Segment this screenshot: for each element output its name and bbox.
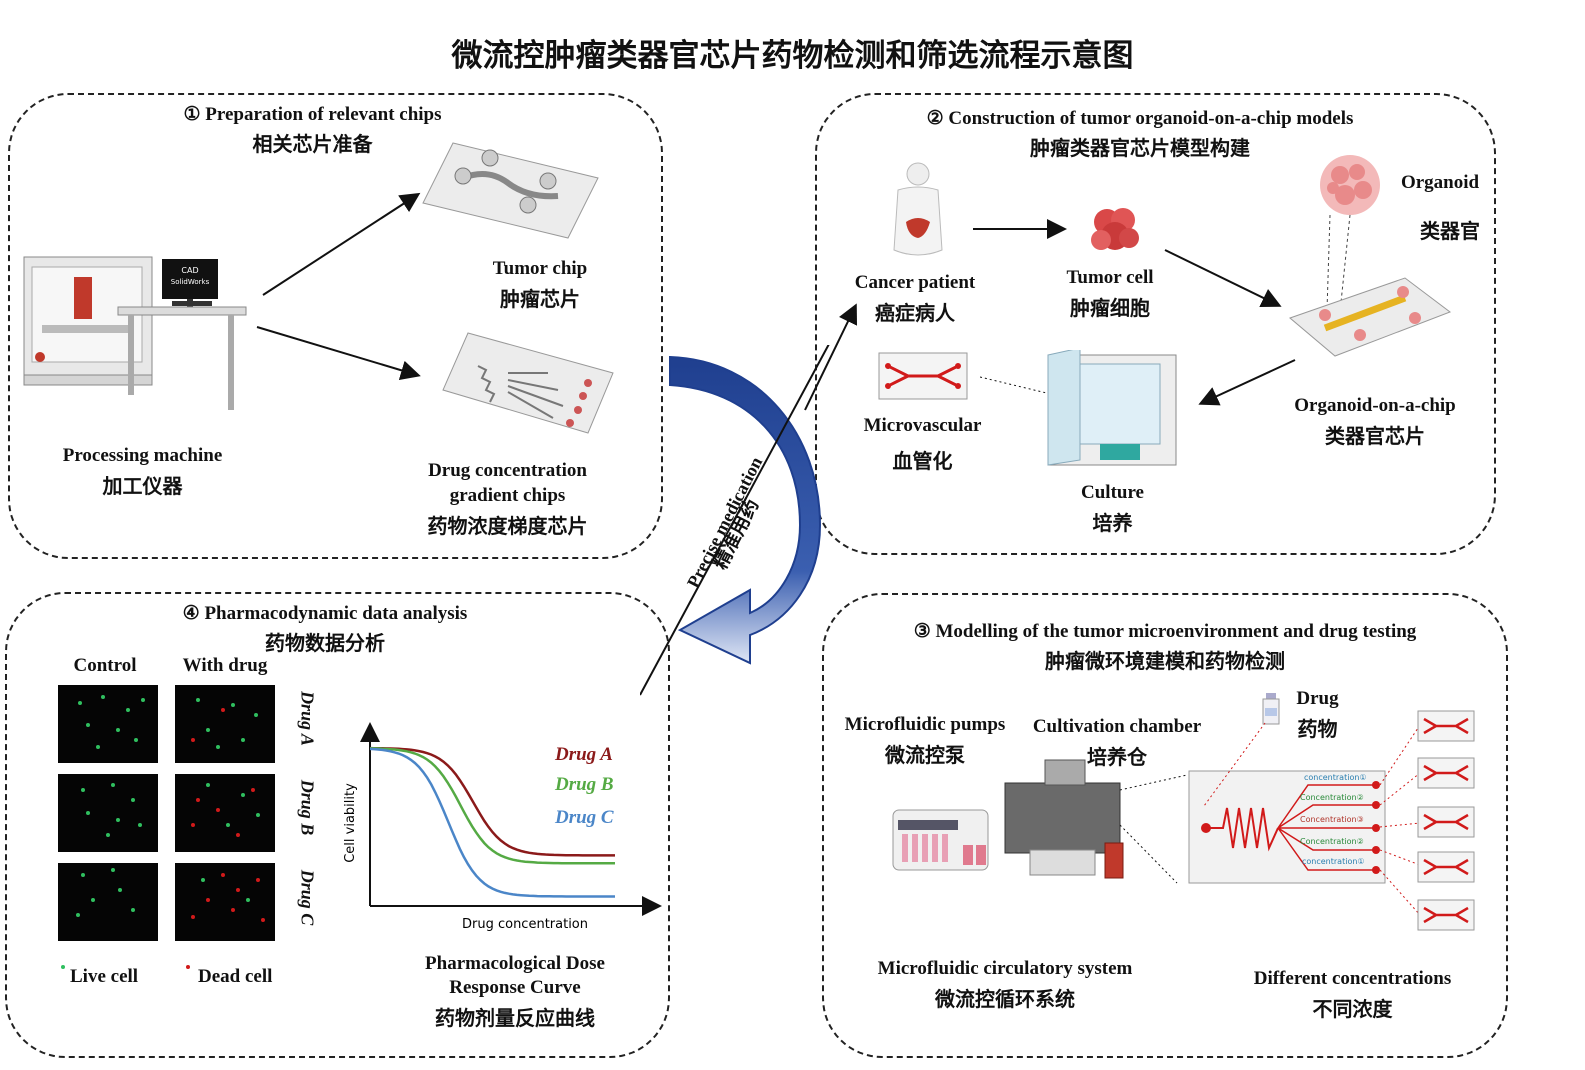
- page-title: 微流控肿瘤类器官芯片药物检测和筛选流程示意图: [451, 38, 1134, 74]
- legend-dead-dot: [186, 965, 190, 969]
- legend-live-label: Live cell: [70, 966, 139, 987]
- panel-preparation: [8, 93, 663, 559]
- chip-conc-label-4: Concentration②: [1300, 837, 1364, 846]
- panel-modelling: [822, 593, 1508, 1058]
- control-column-label: Control: [73, 655, 137, 676]
- control-image-1: [58, 685, 158, 763]
- organoid-label-en: Organoid: [1400, 172, 1480, 193]
- chart-legend-drug-c: Drug C: [555, 807, 614, 828]
- drug-vial-icon: [1262, 693, 1280, 725]
- screen-text-cad: CAD: [181, 266, 198, 275]
- machine-label-cn: 加工仪器: [102, 474, 183, 498]
- gradient-chip-label-cn: 药物浓度梯度芯片: [427, 514, 588, 538]
- microvascular-chip-icon: [878, 352, 968, 400]
- machine-label-en: Processing machine: [62, 445, 223, 466]
- chart-x-label: Drug concentration: [462, 917, 588, 932]
- organoid-chip-illustration: [1289, 214, 1452, 357]
- chip-conc-label-5: concentration①: [1302, 857, 1365, 866]
- panel2-to-patient-arrow: [804, 303, 858, 411]
- system-label-en: Microfluidic circulatory system: [877, 958, 1133, 979]
- row-label-drug-c: Drug C: [297, 869, 318, 926]
- drug-image-2: [175, 774, 275, 852]
- conc-label-en: Different concentrations: [1253, 968, 1452, 989]
- chart-legend-drug-b: Drug B: [555, 774, 614, 795]
- organoid-icon: [1320, 155, 1380, 215]
- patient-label-en: Cancer patient: [854, 272, 976, 293]
- tumor-chip-label-en: Tumor chip: [492, 258, 588, 279]
- panel1-arrows: [256, 192, 421, 380]
- drug-label-en: Drug: [1296, 688, 1339, 709]
- legend-dead-label: Dead cell: [198, 966, 273, 987]
- row-label-drug-a: Drug A: [297, 691, 318, 746]
- gradient-chip-label-en-2: gradient chips: [449, 485, 566, 506]
- microscopy-grid: [58, 685, 275, 941]
- patient-label-cn: 癌症病人: [875, 301, 955, 325]
- organoid-label-cn: 类器官: [1420, 219, 1480, 243]
- panel4-heading-en: ④ Pharmacodynamic data analysis: [182, 603, 468, 624]
- panel3-heading-cn: 肿瘤微环境建模和药物检测: [1045, 649, 1285, 673]
- curve-drug-a: [369, 746, 615, 857]
- tumor-chip-illustration: [422, 142, 599, 239]
- cancer-patient-icon: [893, 162, 943, 256]
- incubator-illustration: [980, 350, 1177, 466]
- dose-response-chart: Drug concentration Cell viability: [343, 722, 662, 932]
- panel1-heading-cn: 相关芯片准备: [252, 132, 373, 156]
- chamber-label-cn: 培养仓: [1087, 745, 1147, 769]
- chart-legend-drug-a: Drug A: [555, 744, 613, 765]
- tumor-chip-label-cn: 肿瘤芯片: [500, 287, 580, 311]
- gradient-chip-label-en-1: Drug concentration: [428, 460, 587, 481]
- with-drug-column-label: With drug: [182, 655, 268, 676]
- panel3-heading-en: ③ Modelling of the tumor microenvironmen…: [913, 621, 1417, 642]
- drug-image-3: [175, 863, 275, 941]
- tumor-cell-icon: [1091, 208, 1139, 250]
- gradient-chip-illustration: [442, 332, 614, 434]
- chamber-label-en: Cultivation chamber: [1032, 716, 1202, 737]
- precise-medication-arrow: [640, 345, 830, 696]
- microfluidic-pump-illustration: [892, 809, 989, 871]
- conc-label-cn: 不同浓度: [1312, 997, 1393, 1021]
- drug-image-1: [175, 685, 275, 763]
- curve-label-en-1: Pharmacological Dose: [425, 953, 605, 974]
- pumps-label-en: Microfluidic pumps: [844, 714, 1006, 735]
- chip-to-incubator-arrow: [1198, 359, 1296, 406]
- cell-to-chip-arrow: [1164, 249, 1282, 307]
- control-image-3: [58, 863, 158, 941]
- culture-label-en: Culture: [1081, 482, 1144, 503]
- vasc-label-cn: 血管化: [892, 449, 953, 473]
- chip-label-cn: 类器官芯片: [1325, 424, 1425, 448]
- panel2-heading-cn: 肿瘤类器官芯片模型构建: [1030, 136, 1250, 160]
- cell-label-cn: 肿瘤细胞: [1070, 296, 1150, 320]
- patient-to-cell-arrow: [973, 219, 1067, 239]
- system-label-cn: 微流控循环系统: [935, 987, 1075, 1011]
- panel2-heading-en: ② Construction of tumor organoid-on-a-ch…: [926, 108, 1354, 129]
- chip-conc-label-2: Concentration②: [1300, 793, 1364, 802]
- chip-conc-label-3: Concentration③: [1300, 815, 1364, 824]
- curve-drug-b: [369, 747, 615, 865]
- outlet-chips: [1380, 710, 1475, 931]
- cell-label-en: Tumor cell: [1066, 267, 1154, 288]
- drug-label-cn: 药物: [1297, 717, 1338, 741]
- drug-to-chip-dotted-line: [1203, 722, 1266, 807]
- row-label-drug-b: Drug B: [297, 779, 318, 836]
- cultivation-chamber-illustration: [1004, 759, 1188, 884]
- panel-analysis: [5, 592, 670, 1058]
- culture-label-cn: 培养: [1092, 511, 1133, 535]
- chip-conc-label-1: concentration①: [1304, 773, 1367, 782]
- vasc-label-en: Microvascular: [863, 415, 982, 436]
- curve-label-cn: 药物剂量反应曲线: [435, 1006, 595, 1030]
- chip-label-en: Organoid-on-a-chip: [1294, 395, 1456, 416]
- panel4-heading-cn: 药物数据分析: [265, 631, 385, 655]
- panel-construction: [815, 93, 1496, 555]
- curve-label-en-2: Response Curve: [449, 977, 581, 998]
- legend-live-dot: [61, 965, 65, 969]
- panel1-heading-en: ① Preparation of relevant chips: [183, 104, 442, 125]
- processing-machine-illustration: CAD SolidWorks: [23, 256, 247, 410]
- chart-y-label: Cell viability: [343, 783, 358, 863]
- curve-drug-c: [369, 747, 615, 898]
- pumps-label-cn: 微流控泵: [885, 743, 965, 767]
- screen-text-solidworks: SolidWorks: [171, 278, 210, 286]
- concentration-gradient-chip: concentration① Concentration② Concentrat…: [1188, 770, 1386, 884]
- control-image-2: [58, 774, 158, 852]
